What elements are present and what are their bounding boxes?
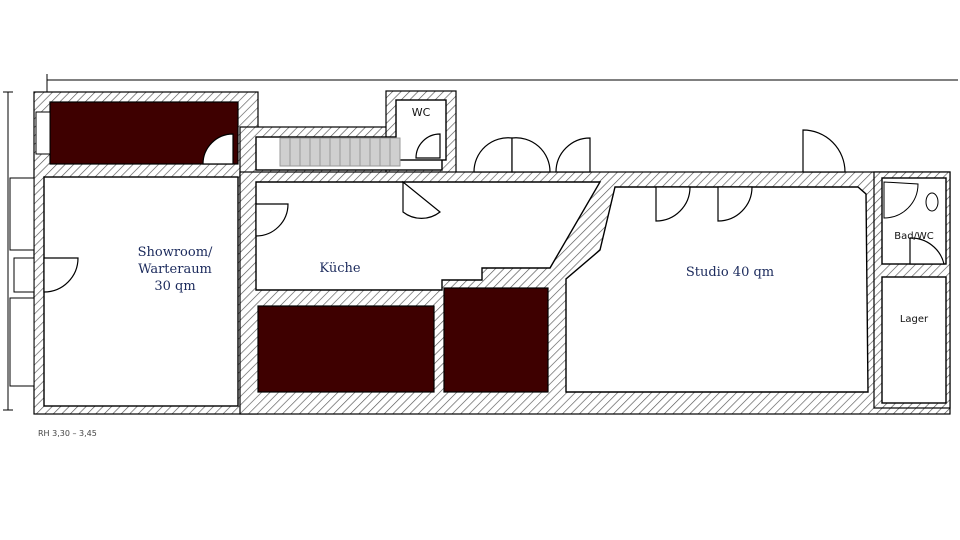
- lager-label: Lager: [899, 314, 929, 325]
- bad-label: Bad/WC: [894, 231, 934, 242]
- studio-room: [565, 186, 869, 393]
- kueche-room: [255, 181, 602, 291]
- kueche-label: Küche: [319, 261, 361, 276]
- door-front-4: [802, 129, 846, 173]
- door-studio-1: [655, 186, 691, 222]
- bathroom-fixtures: [883, 181, 939, 219]
- door-studio-2: [717, 186, 753, 222]
- dark-rooms: [49, 101, 549, 393]
- showroom-label: Showroom/ Warteraum 30 qm: [120, 244, 230, 295]
- door-front-2: [511, 137, 551, 173]
- lager-room: [881, 276, 947, 404]
- door-wc: [415, 133, 441, 159]
- doors: [43, 129, 945, 293]
- ceiling-height-note: RH 3,30 – 3,45: [38, 429, 97, 438]
- door-bad: [909, 237, 945, 265]
- door-corridor: [402, 180, 441, 219]
- windows: [9, 111, 51, 387]
- shower-icon: [883, 181, 919, 219]
- studio-label: Studio 40 qm: [685, 265, 775, 280]
- showroom-room: [43, 176, 239, 407]
- dark-room-right: [443, 287, 549, 393]
- dark-room-middle: [257, 305, 435, 393]
- stairs: [279, 137, 401, 167]
- door-top-left: [202, 133, 234, 165]
- showroom-label-line2: Warteraum: [138, 262, 212, 277]
- showroom-label-line3: 30 qm: [154, 279, 196, 294]
- wc-label: WC: [411, 106, 431, 119]
- door-kueche-left: [255, 203, 289, 237]
- door-showroom-right: [43, 257, 79, 293]
- door-front-3: [555, 137, 591, 173]
- showroom-label-line1: Showroom/: [137, 245, 213, 260]
- door-front-1: [473, 137, 513, 173]
- toilet-icon: [925, 192, 939, 212]
